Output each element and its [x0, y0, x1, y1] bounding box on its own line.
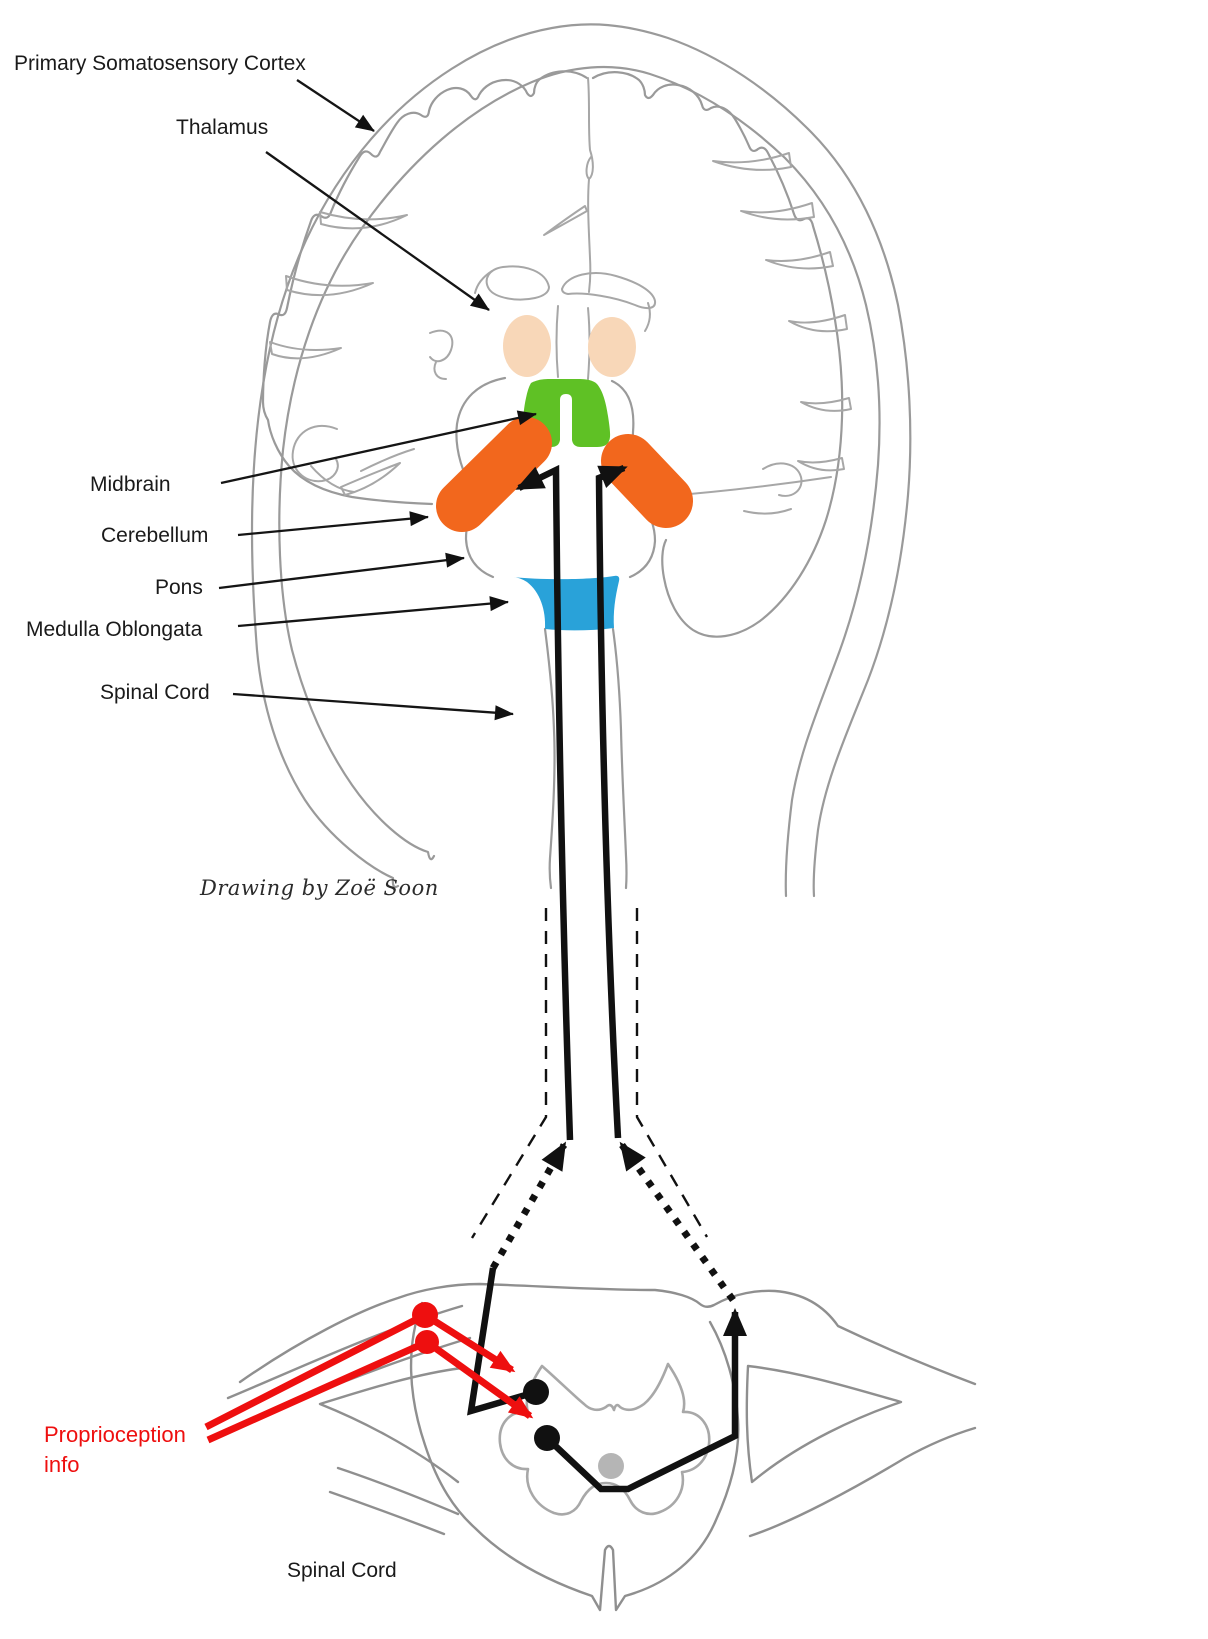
label-midbrain: Midbrain: [90, 473, 171, 496]
proprioception-line2: info: [44, 1452, 80, 1477]
tract-dotted-left: [489, 1141, 568, 1270]
pons-arrow: [218, 552, 465, 590]
cord-continuation-dashed-right: [635, 908, 709, 1238]
thalamus-right-shape: [588, 317, 636, 377]
medulla-shape: [512, 575, 620, 631]
skull-outline: [250, 23, 912, 898]
label-cerebellum: Cerebellum: [101, 524, 209, 547]
medulla-arrow: [237, 596, 509, 628]
label-spinal-cord-lower: Spinal Cord: [287, 1559, 397, 1582]
label-arrows: [218, 79, 537, 721]
pathway-red: [204, 1302, 534, 1444]
spinal-cord-arrow: [232, 692, 514, 721]
label-spinal-cord-upper: Spinal Cord: [100, 681, 210, 704]
drg-neuron-dot-1: [412, 1302, 438, 1328]
pathway-black: [467, 464, 747, 1493]
proprioception-line1: Proprioception: [44, 1422, 186, 1447]
second-order-neuron-dot-1: [523, 1379, 549, 1405]
gray-matter-butterfly: [498, 1362, 711, 1516]
midbrain-arrow: [220, 410, 537, 485]
spinal-cord-line-left: [543, 627, 556, 890]
psc-arrow: [296, 79, 375, 132]
second-order-neuron-dot-2: [534, 1425, 560, 1451]
ascending-tract-right: [595, 464, 628, 1139]
midline-structures: [474, 77, 657, 380]
label-proprioception-info: Proprioception info: [44, 1420, 224, 1480]
cerebellum-arrow: [237, 511, 429, 537]
label-thalamus: Thalamus: [176, 116, 269, 139]
ascending-tract-left: [515, 464, 574, 1141]
credit-text: Drawing by Zoë Soon: [200, 876, 439, 900]
spinal-cord-line-right: [611, 627, 628, 890]
label-primary-somatosensory-cortex: Primary Somatosensory Cortex: [14, 52, 306, 75]
cord-neuron-axon-right: [544, 1308, 747, 1493]
interneuron-gray-dot: [598, 1453, 624, 1479]
tract-dotted-right: [619, 1141, 736, 1303]
cerebellum-right-shape: [601, 434, 693, 528]
drg-neuron-dot-2: [415, 1330, 439, 1354]
thalamus-arrow: [265, 151, 490, 311]
label-pons: Pons: [155, 576, 203, 599]
cord-continuation-dashed-left: [470, 908, 548, 1239]
thalamus-left-shape: [503, 315, 551, 377]
cerebellum-left-shape: [436, 417, 552, 532]
label-medulla-oblongata: Medulla Oblongata: [26, 618, 203, 641]
